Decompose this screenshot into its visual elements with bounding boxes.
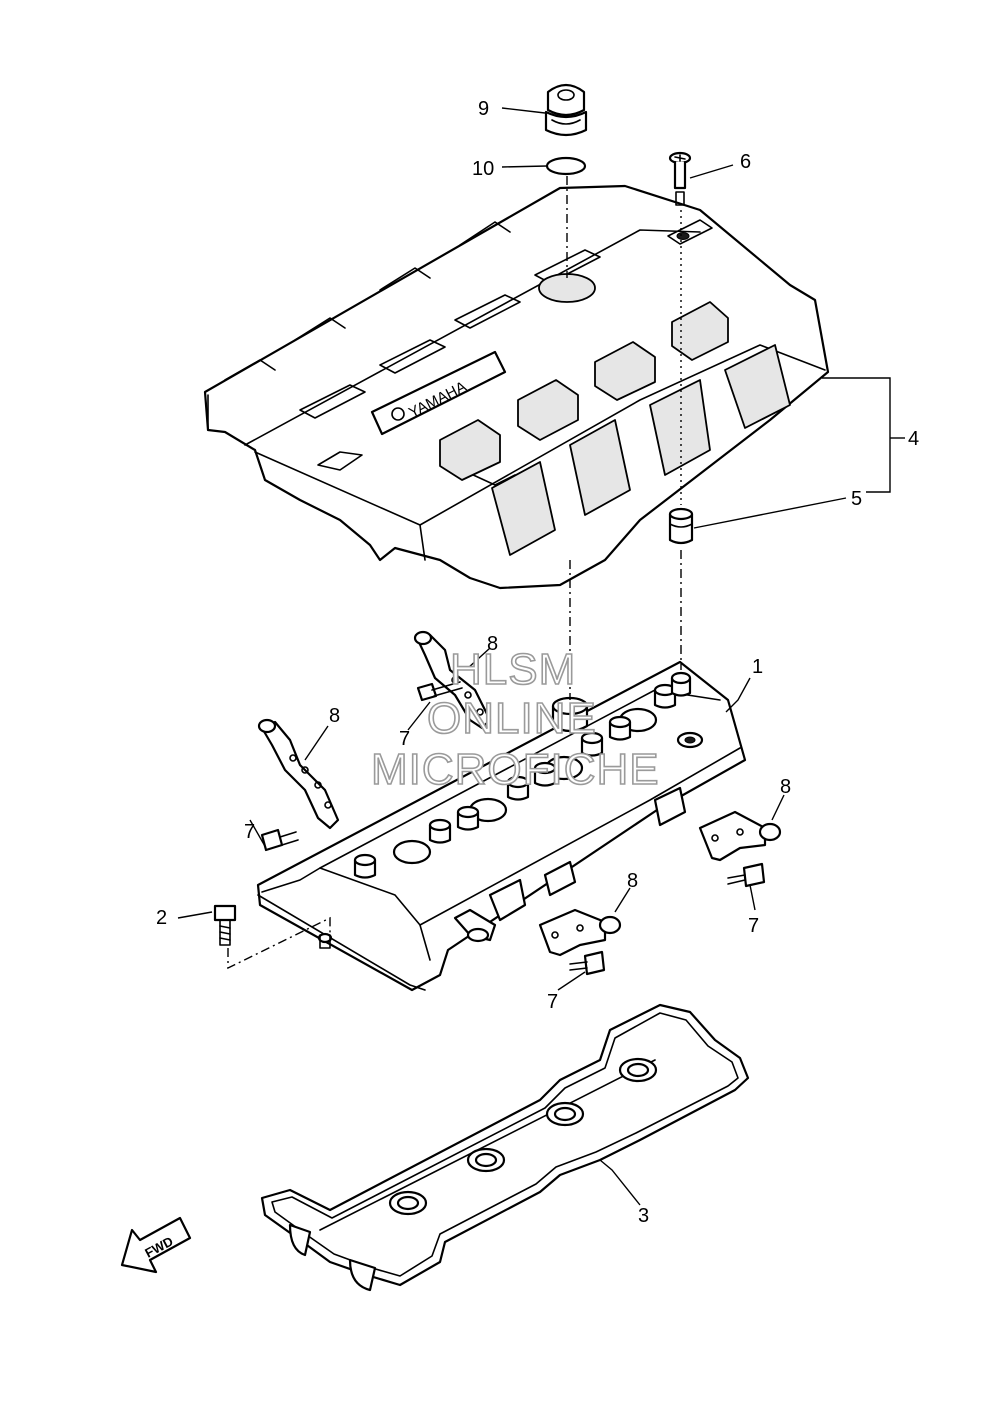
o-ring <box>545 156 587 176</box>
callout-3: 3 <box>638 1205 649 1227</box>
bolt-7-top <box>416 681 463 702</box>
callout-2: 2 <box>156 907 167 929</box>
oil-filler-cap <box>544 83 588 137</box>
callout-8-left: 8 <box>329 705 340 727</box>
watermark-line-3: MICROFICHE <box>371 745 660 794</box>
forward-direction-arrow: FWD <box>120 1216 192 1274</box>
callout-7-top: 7 <box>399 728 410 750</box>
watermark-line-2: ONLINE <box>427 694 597 743</box>
callout-7-left: 7 <box>244 821 255 843</box>
bracket-bottom <box>538 908 622 957</box>
watermark-line-1: HLSM <box>450 645 576 694</box>
callout-7-bottom: 7 <box>547 991 558 1013</box>
cover-screw <box>668 151 692 206</box>
bolt-7-right <box>727 862 766 888</box>
engine-top-cover: YAMAHA <box>203 184 830 590</box>
callout-7-right: 7 <box>748 915 759 937</box>
callout-10: 10 <box>472 158 494 180</box>
callout-4: 4 <box>908 428 919 450</box>
bracket-left <box>257 718 340 830</box>
callout-1: 1 <box>752 656 763 678</box>
bolt-2 <box>213 904 237 946</box>
bolt-7-left <box>260 828 299 852</box>
callout-6: 6 <box>740 151 751 173</box>
bolt-7-bottom <box>569 950 606 976</box>
callout-8-bottom: 8 <box>627 870 638 892</box>
cylinder-head-cover <box>256 660 747 992</box>
cover-gasket <box>260 1003 750 1292</box>
leader-lines <box>177 107 905 1206</box>
bracket-right <box>698 810 782 862</box>
callout-9: 9 <box>478 98 489 120</box>
watermark: HLSM ONLINE MICROFICHE <box>370 644 660 795</box>
center-line-bolt2 <box>227 916 331 970</box>
collar <box>668 507 694 545</box>
callout-5: 5 <box>851 488 862 510</box>
callout-8-top: 8 <box>487 633 498 655</box>
callout-8-right: 8 <box>780 776 791 798</box>
